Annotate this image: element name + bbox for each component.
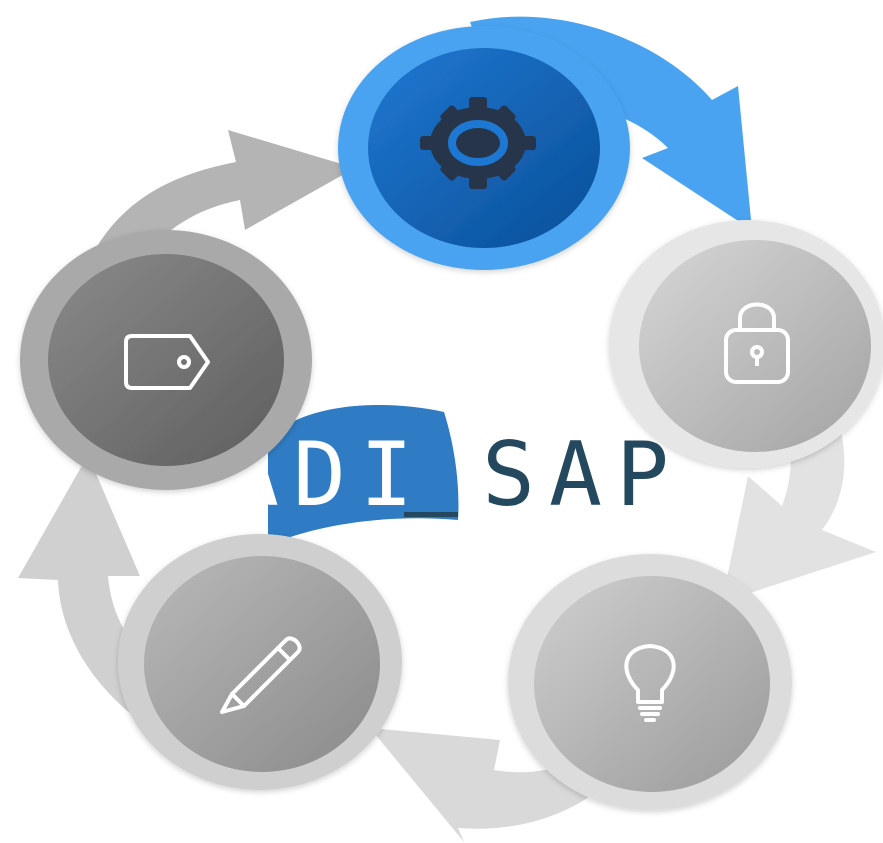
step-edit[interactable] [118,534,402,790]
step-idea[interactable] [508,554,792,810]
gear-icon [420,97,536,189]
adisap-logo: ADI SAP [226,405,683,545]
tag-icon [124,334,210,390]
logo-text-sap: SAP [482,423,683,526]
lightbulb-icon [624,644,676,722]
arrow-idea-to-edit [370,728,602,842]
arrow-tag-to-settings [88,130,355,262]
step-settings[interactable] [338,26,630,270]
step-security[interactable] [609,220,883,468]
logo-underline [404,512,458,517]
step-tag[interactable] [20,230,312,490]
arrow-security-to-idea [722,420,876,602]
lock-icon [724,302,790,384]
logo-badge [268,405,459,545]
pencil-icon [220,636,302,714]
